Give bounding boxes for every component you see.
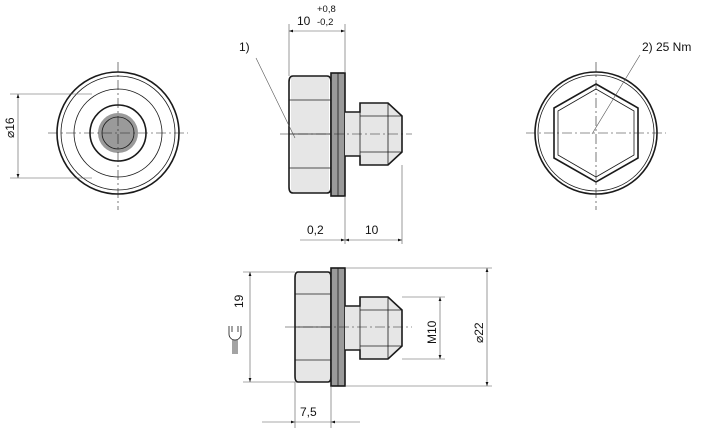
dim-dia22-label: ⌀22 — [472, 322, 486, 343]
dim-af19-label: 19 — [232, 294, 246, 308]
wrench-icon — [228, 326, 242, 354]
leader-note2 — [591, 54, 641, 135]
dim-gap02-label: 0,2 — [307, 223, 324, 237]
note1-label: 1) — [239, 40, 250, 54]
dim-len10-label: 10 — [365, 223, 379, 237]
nipple-bore-fill — [98, 113, 138, 153]
hex-outline — [553, 83, 639, 183]
leader-note1 — [255, 57, 296, 139]
side-view-top: 1) 10 +0,8 -0,2 0,2 10 — [239, 4, 412, 244]
grease-nipple-bottom — [345, 296, 403, 360]
dim-dia16-label: ⌀16 — [3, 117, 17, 138]
dim-m10-label: M10 — [425, 320, 439, 344]
dim-h75-label: 7,5 — [300, 405, 317, 419]
end-view-left: ⌀16 — [3, 62, 188, 210]
note2-label: 2) 25 Nm — [642, 40, 691, 54]
tol-lower-label: -0,2 — [317, 17, 333, 28]
end-view-right: 2) 25 Nm — [526, 40, 691, 210]
side-view-bottom: 19 M10 ⌀22 7,5 — [228, 267, 492, 428]
tol-upper-label: +0,8 — [317, 4, 336, 15]
dim-width10-label: 10 — [297, 14, 311, 28]
